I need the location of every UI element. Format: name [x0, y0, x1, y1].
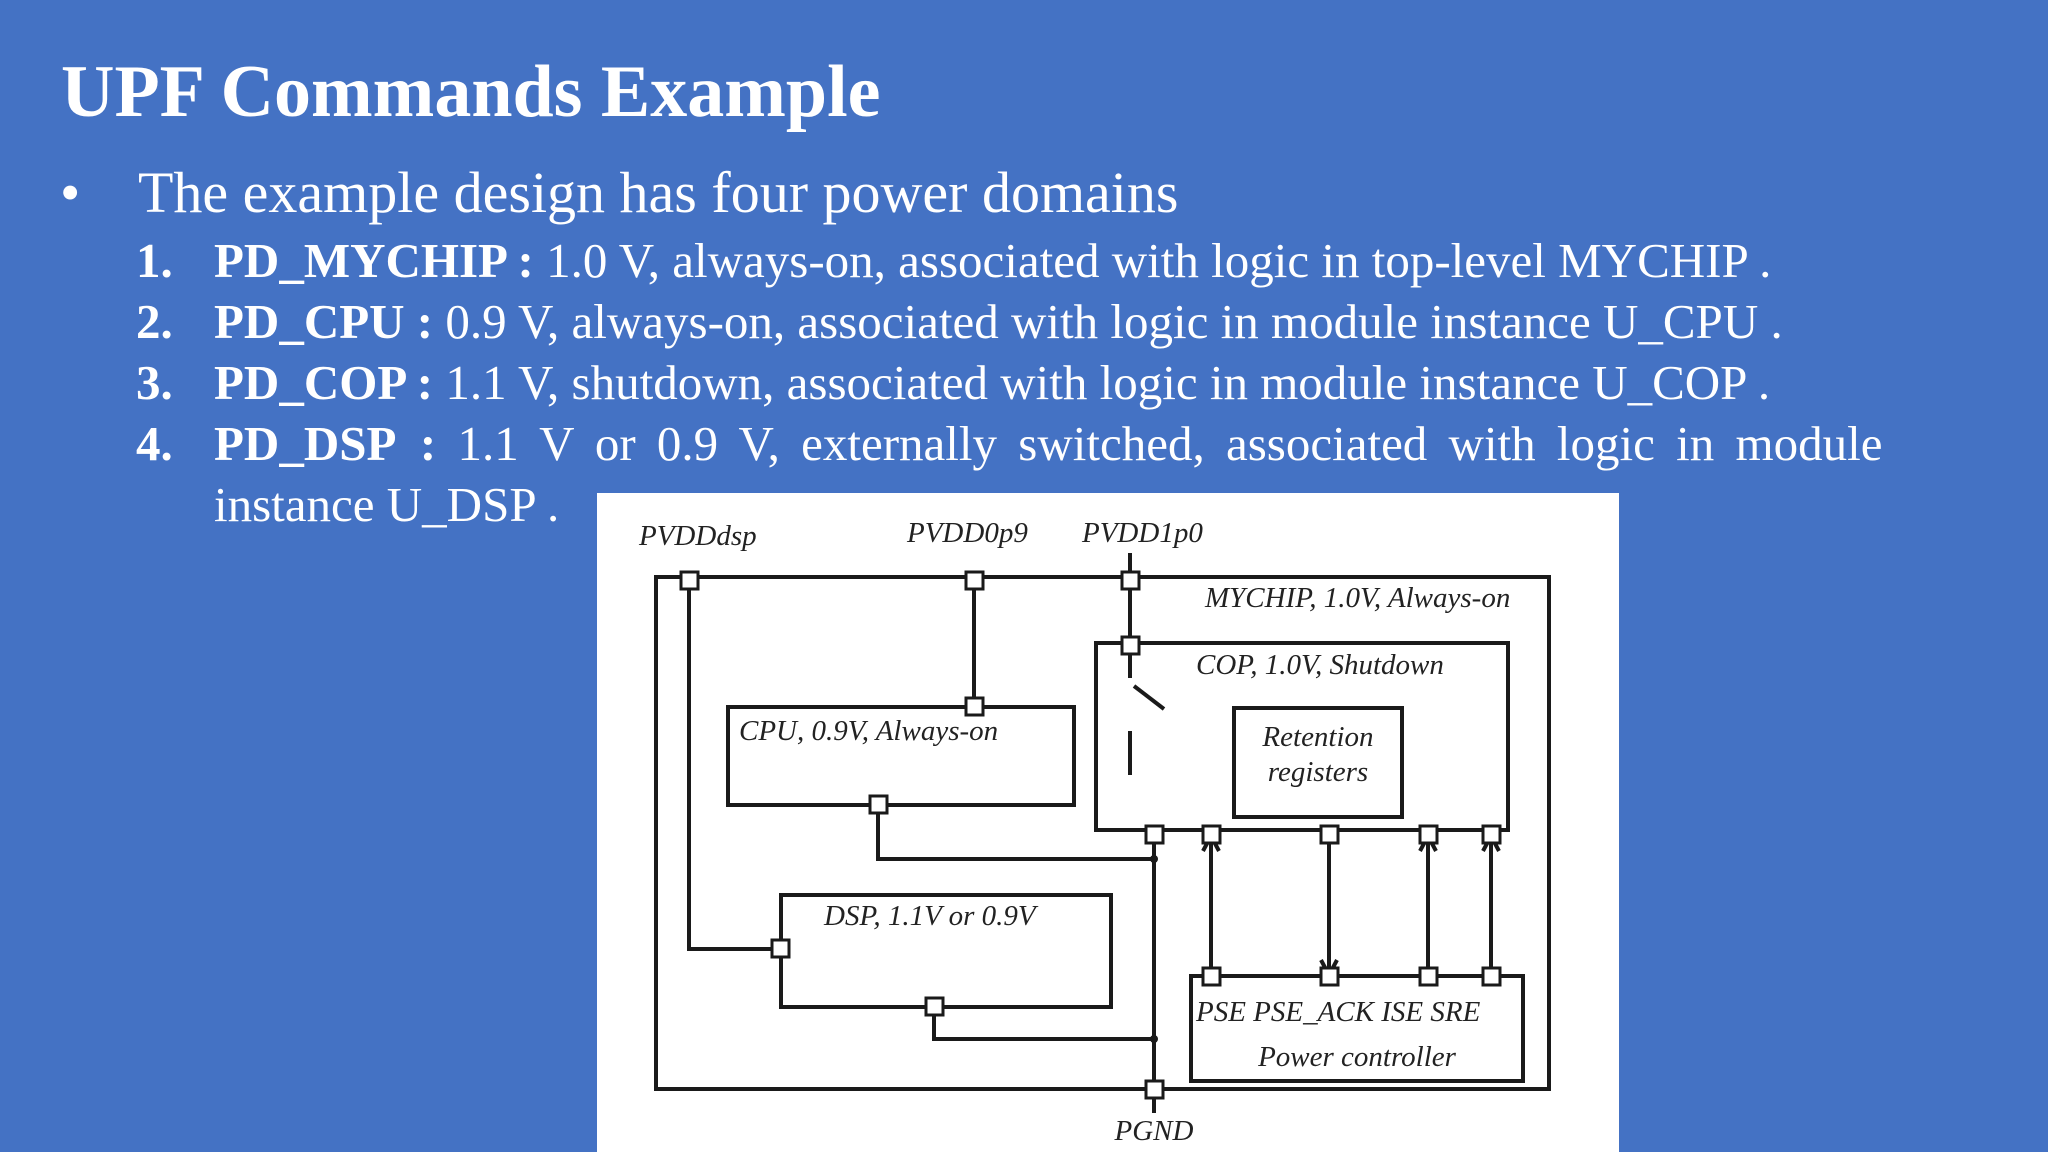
- dsp-ground-wire: [932, 1007, 1154, 1041]
- power-controller-block: [1189, 974, 1525, 1083]
- supply-label-pvdd0p9: PVDD0p9: [906, 517, 1028, 549]
- cop-block: [1094, 641, 1510, 832]
- bullet-symbol: •: [60, 160, 81, 225]
- port: [1418, 824, 1439, 845]
- item-number: 2.: [136, 294, 173, 349]
- list-item: 4. PD_DSP : 1.1 V or 0.9 V, externally sw…: [136, 413, 1988, 535]
- item-number: 3.: [136, 355, 173, 410]
- port: [1418, 966, 1439, 987]
- domain-list: 1. PD_MYCHIP : 1.0 V, always-on, associat…: [136, 230, 1988, 535]
- mychip-label: MYCHIP, 1.0V, Always-on: [1204, 582, 1510, 614]
- bullet-text: The example design has four power domain…: [138, 160, 1179, 225]
- port: [1481, 824, 1502, 845]
- port: [770, 938, 791, 959]
- domain-description: 1.1 V, shutdown, associated with logic i…: [433, 355, 1771, 410]
- diagram-svg: PVDDdsp PVDD0p9 PVDD1p0 MYCHIP, 1.0V, Al…: [638, 517, 1551, 1147]
- list-item: 1. PD_MYCHIP : 1.0 V, always-on, associat…: [136, 230, 1988, 291]
- port: [964, 570, 985, 591]
- cop-label: COP, 1.0V, Shutdown: [1196, 649, 1444, 681]
- domain-description: 0.9 V, always-on, associated with logic …: [433, 294, 1783, 349]
- item-number: 1.: [136, 233, 173, 288]
- power-switch: [1132, 684, 1166, 711]
- port: [1481, 966, 1502, 987]
- domain-name: PD_DSP :: [214, 416, 437, 471]
- ground-junction: [1150, 1035, 1158, 1043]
- cpu-block: [726, 705, 1076, 807]
- supply-label-pvdddsp: PVDDdsp: [638, 520, 757, 552]
- port: [1120, 570, 1141, 591]
- ground-label-pgnd: PGND: [1114, 1115, 1194, 1147]
- dsp-label: DSP, 1.1V or 0.9V: [823, 900, 1039, 932]
- port: [868, 794, 889, 815]
- domain-description: 1.0 V, always-on, associated with logic …: [533, 233, 1772, 288]
- mychip-block: [654, 575, 1551, 1091]
- slide-title: UPF Commands Example: [61, 51, 881, 133]
- port: [1144, 1079, 1165, 1100]
- port: [1319, 824, 1340, 845]
- list-item: 2. PD_CPU : 0.9 V, always-on, associated …: [136, 291, 1988, 352]
- controller-ports-label: PSE PSE_ACK ISE SRE: [1195, 996, 1481, 1028]
- controller-name-label: Power controller: [1257, 1041, 1457, 1073]
- domain-name: PD_CPU :: [214, 294, 434, 349]
- domain-description-continued: instance U_DSP .: [214, 477, 560, 532]
- pvdddsp-wire: [687, 581, 781, 951]
- list-item: 3. PD_COP : 1.1 V, shutdown, associated w…: [136, 352, 1988, 413]
- domain-name: PD_COP :: [214, 355, 434, 410]
- domain-description: 1.1 V or 0.9 V, externally switched, ass…: [436, 416, 1883, 471]
- item-number: 4.: [136, 416, 173, 471]
- port: [1201, 966, 1222, 987]
- port: [1144, 824, 1165, 845]
- port: [964, 696, 985, 717]
- port: [679, 570, 700, 591]
- retention-label-line1: Retention: [1261, 721, 1373, 753]
- cpu-ground-wire: [876, 805, 1154, 861]
- port: [924, 996, 945, 1017]
- supply-label-pvdd1p0: PVDD1p0: [1081, 517, 1203, 549]
- cpu-label: CPU, 0.9V, Always-on: [739, 715, 998, 747]
- ground-junction: [1150, 855, 1158, 863]
- power-domain-diagram: PVDDdsp PVDD0p9 PVDD1p0 MYCHIP, 1.0V, Al…: [597, 493, 1619, 1152]
- port: [1319, 966, 1340, 987]
- port: [1120, 635, 1141, 656]
- port: [1201, 824, 1222, 845]
- retention-label-line2: registers: [1268, 756, 1368, 788]
- retention-registers-block: [1232, 706, 1404, 819]
- domain-name: PD_MYCHIP :: [214, 233, 534, 288]
